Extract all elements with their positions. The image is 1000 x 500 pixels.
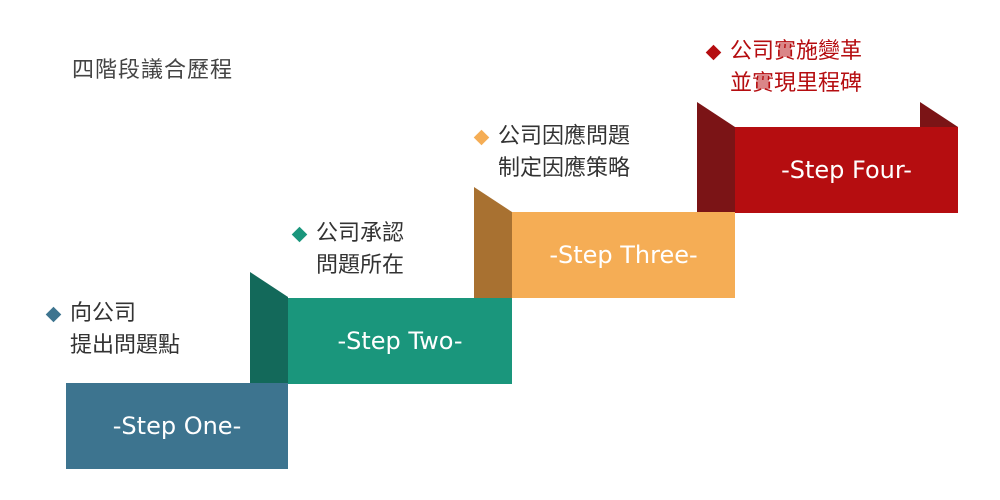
step-three-caption-line1: 公司因應問題	[498, 124, 631, 149]
step-two-caption-line2: 問題所在	[316, 253, 405, 278]
step-one-caption-line2: 提出問題點	[70, 333, 181, 358]
step-two-label: -Step Two-	[337, 327, 463, 355]
step-two-diamond-icon	[291, 226, 308, 242]
step-three-diamond-icon	[473, 129, 490, 145]
step-four-caption-line2: 並實現里程碑	[730, 71, 863, 96]
step-two-block	[288, 298, 512, 384]
step-one-label: -Step One-	[112, 412, 242, 440]
step-two-fold	[250, 272, 288, 383]
step-four-diamond-icon	[705, 44, 722, 60]
step-three-fold	[474, 187, 512, 298]
step-four-caption: 公司實施變革 並實現里程碑	[704, 36, 862, 100]
step-four-label: -Step Four-	[781, 156, 912, 184]
step-four-block	[735, 127, 958, 213]
step-three-caption: 公司因應問題 制定因應策略	[472, 121, 630, 185]
step-one-block	[66, 383, 288, 469]
step-three-block	[512, 212, 735, 298]
step-four-end-fold	[920, 102, 958, 127]
step-four-fold	[697, 102, 735, 213]
step-one-caption-line1: 向公司	[70, 301, 137, 326]
step-three-label: -Step Three-	[549, 241, 698, 269]
step-four-caption-line1: 公司實施變革	[730, 39, 863, 64]
diagram-title: 四階段議合歷程	[72, 58, 234, 83]
step-one-diamond-icon	[45, 306, 62, 322]
step-one-caption: 向公司 提出問題點	[44, 298, 180, 362]
step-three-caption-line2: 制定因應策略	[498, 156, 631, 181]
step-two-caption: 公司承認 問題所在	[290, 218, 404, 282]
step-two-caption-line1: 公司承認	[316, 221, 405, 246]
